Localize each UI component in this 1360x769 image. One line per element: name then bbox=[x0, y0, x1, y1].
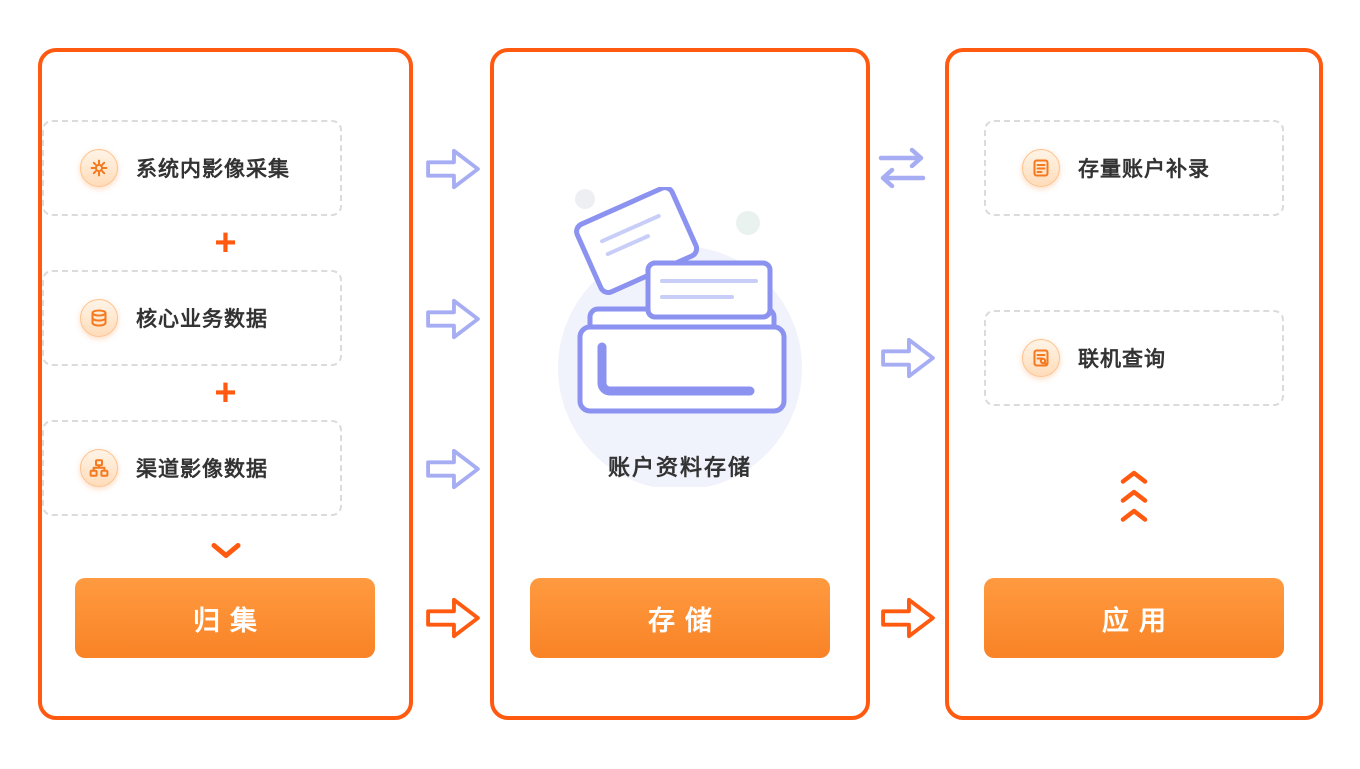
channel-image-data-item: 渠道影像数据 bbox=[42, 420, 342, 516]
stock-account-supplement-item: 存量账户补录 bbox=[984, 120, 1284, 216]
apply-button[interactable]: 应用 bbox=[984, 578, 1284, 658]
arrow-store-stage-to-apply-stage bbox=[881, 597, 935, 639]
store-button[interactable]: 存储 bbox=[530, 578, 830, 658]
item-label: 渠道影像数据 bbox=[136, 458, 268, 481]
collect-button[interactable]: 归集 bbox=[75, 578, 375, 658]
store-caption: 账户资料存储 bbox=[607, 455, 752, 480]
plus-symbol: + bbox=[214, 222, 237, 264]
sitemap-icon bbox=[80, 449, 118, 487]
arrow-store-to-apply bbox=[881, 337, 935, 379]
query-document-icon bbox=[1022, 339, 1060, 377]
arrow-collect-to-store-3 bbox=[426, 448, 480, 490]
triple-chevron-up-icon bbox=[949, 466, 1319, 527]
item-label: 系统内影像采集 bbox=[136, 158, 290, 181]
online-query-item: 联机查询 bbox=[984, 310, 1284, 406]
core-business-data-item: 核心业务数据 bbox=[42, 270, 342, 366]
arrow-collect-to-store-1 bbox=[426, 148, 480, 190]
arrow-collect-stage-to-store-stage bbox=[426, 597, 480, 639]
plus-symbol: + bbox=[214, 372, 237, 414]
item-label: 核心业务数据 bbox=[136, 308, 268, 331]
item-label: 存量账户补录 bbox=[1078, 158, 1210, 181]
storage-panel: 账户资料存储 存储 bbox=[490, 48, 870, 720]
two-way-exchange-arrow bbox=[878, 147, 926, 189]
folder-documents-illustration bbox=[558, 187, 802, 487]
system-image-capture-item: 系统内影像采集 bbox=[42, 120, 342, 216]
collection-panel: 系统内影像采集 + 核心业务数据 + 渠道影像数据 归集 bbox=[38, 48, 413, 720]
chevron-down-icon bbox=[42, 538, 409, 563]
document-icon bbox=[1022, 149, 1060, 187]
gear-icon bbox=[80, 149, 118, 187]
item-label: 联机查询 bbox=[1078, 348, 1166, 371]
arrow-collect-to-store-2 bbox=[426, 298, 480, 340]
database-icon bbox=[80, 299, 118, 337]
application-panel: 存量账户补录 联机查询 应用 bbox=[945, 48, 1323, 720]
